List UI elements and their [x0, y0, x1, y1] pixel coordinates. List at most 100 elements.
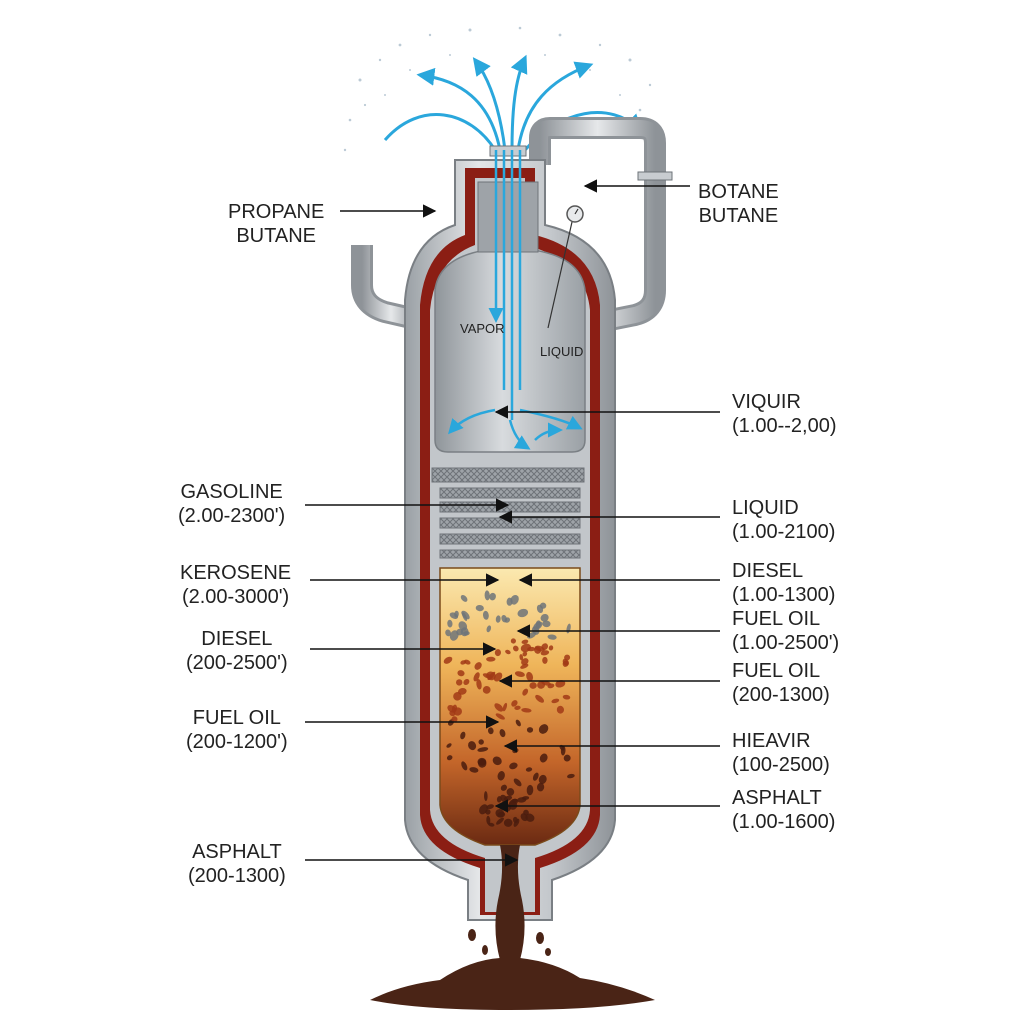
- oil-particle: [541, 680, 551, 686]
- oil-particle: [477, 757, 487, 766]
- oil-particle: [479, 804, 488, 815]
- label-hieavir: HIEAVIR(100-2500): [732, 730, 830, 776]
- oil-particle: [508, 798, 519, 806]
- oil-particle: [538, 774, 547, 784]
- oil-particle: [478, 739, 484, 745]
- oil-particle: [520, 643, 532, 653]
- oil-particle: [486, 625, 492, 633]
- oil-particle: [482, 610, 489, 620]
- oil-particle: [468, 741, 477, 751]
- oil-particle: [499, 729, 506, 738]
- asphalt-drops: [468, 929, 551, 956]
- oil-particle: [535, 694, 545, 703]
- oil-particle: [522, 688, 529, 696]
- oil-particle: [526, 727, 534, 733]
- label-fuel-oil-right-1: FUEL OIL(1.00-2500'): [732, 608, 840, 654]
- oil-particle: [460, 627, 469, 637]
- label-fuel-oil-right-2: FUEL OIL(200-1300): [732, 660, 830, 706]
- oil-particle: [555, 680, 566, 688]
- pressure-gauge: [547, 205, 584, 329]
- oil-particle: [551, 698, 560, 704]
- oil-particle: [556, 705, 565, 714]
- oil-particle: [457, 670, 465, 677]
- oil-particle: [511, 700, 518, 707]
- oil-particle: [547, 634, 557, 640]
- oil-particle: [536, 782, 545, 792]
- oil-particle: [529, 682, 537, 689]
- label-diesel-right: DIESEL(1.00-1300): [732, 560, 836, 606]
- oil-particle: [446, 743, 452, 748]
- oil-particle: [482, 686, 491, 694]
- oil-particle: [542, 620, 551, 628]
- oil-particle: [517, 608, 529, 618]
- oil-particle: [447, 619, 453, 628]
- oil-particle: [522, 651, 528, 657]
- oil-particle: [521, 658, 529, 666]
- oil-particle: [484, 590, 490, 601]
- oil-particle: [495, 713, 505, 720]
- oil-particle: [521, 708, 532, 713]
- asphalt-puddle: [370, 958, 655, 1010]
- oil-particle: [542, 656, 548, 664]
- oil-particle: [540, 650, 550, 656]
- oil-particle: [486, 656, 496, 662]
- oil-particle: [560, 745, 566, 756]
- label-gasoline: GASOLINE(2.00-2300'): [178, 481, 286, 527]
- vapor-inner-label: VAPOR: [460, 321, 505, 336]
- oil-particle: [462, 612, 468, 621]
- vapor-inner-lines: [448, 150, 583, 450]
- oil-particle: [533, 621, 543, 631]
- oil-particle: [461, 761, 468, 771]
- oil-particle: [505, 649, 511, 655]
- left-pointer-arrows: [305, 204, 519, 867]
- oil-particle: [503, 818, 513, 827]
- label-fuel-oil-left: FUEL OIL(200-1200'): [186, 707, 288, 753]
- oil-particle: [500, 784, 507, 791]
- oil-particle: [520, 663, 529, 669]
- label-asphalt-left: ASPHALT(200-1300): [188, 841, 286, 887]
- oil-particle: [509, 762, 518, 770]
- oil-particle: [447, 705, 456, 713]
- label-liquid-right: LIQUID(1.00-2100): [732, 497, 836, 543]
- liquid-inner-label: LIQUID: [540, 344, 584, 359]
- oil-particle: [539, 753, 548, 763]
- oil-particle: [488, 822, 495, 827]
- oil-particle: [483, 791, 488, 802]
- oil-particle: [520, 813, 528, 822]
- oil-particle: [564, 654, 571, 661]
- label-asphalt-right: ASPHALT(1.00-1600): [732, 787, 836, 833]
- top-neck: [477, 181, 539, 253]
- oil-particle: [526, 784, 534, 796]
- oil-particle: [446, 755, 453, 761]
- oil-particle: [486, 804, 494, 810]
- oil-particle: [460, 731, 466, 740]
- asphalt-stream: [495, 845, 525, 960]
- oil-particle: [487, 727, 494, 735]
- oil-particle: [517, 797, 527, 803]
- oil-particle: [502, 702, 508, 712]
- oil-particle: [538, 724, 549, 734]
- oil-particle: [512, 816, 518, 824]
- oil-particle: [475, 604, 484, 612]
- pipe-flange: [637, 171, 673, 181]
- oil-particle: [443, 656, 453, 664]
- oil-particle: [563, 754, 571, 762]
- oil-particle: [540, 613, 549, 622]
- oil-particle: [521, 639, 529, 644]
- oil-particle: [513, 778, 522, 787]
- oil-particle: [477, 747, 489, 752]
- oil-particle: [526, 671, 534, 682]
- oil-particle: [562, 694, 571, 700]
- oil-particle: [534, 646, 542, 654]
- oil-particle: [506, 788, 515, 796]
- oil-particle: [497, 771, 505, 781]
- oil-particle: [548, 645, 554, 651]
- oil-particle: [463, 678, 470, 686]
- oil-particle: [457, 688, 467, 695]
- oil-particle: [460, 594, 468, 602]
- oil-particle: [567, 773, 575, 779]
- oil-particle: [454, 610, 459, 618]
